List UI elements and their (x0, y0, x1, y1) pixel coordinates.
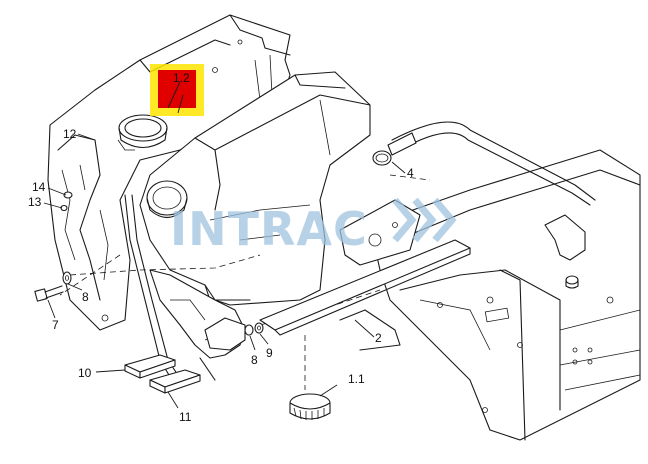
callout-8-right: 8 (251, 353, 258, 367)
mount-bracket (544, 214, 586, 289)
watermark: INTRAC (170, 197, 457, 256)
callout-12: 12 (63, 127, 77, 141)
callout-14: 14 (32, 180, 46, 194)
pad-11 (149, 369, 201, 394)
watermark-chevrons (392, 197, 457, 243)
callout-1-1: 1.1 (348, 372, 365, 386)
callout-2: 2 (375, 331, 382, 345)
bolt (34, 271, 72, 302)
callout-4: 4 (407, 166, 414, 180)
bushings (60, 191, 73, 212)
fuel-cap (289, 393, 331, 420)
crossbar (259, 239, 471, 336)
watermark-text: INTRAC (170, 202, 368, 256)
filler-neck (118, 114, 168, 149)
roll-bar (387, 121, 596, 206)
side-bracket (204, 317, 264, 351)
chassis-frame (369, 149, 641, 441)
callout-9: 9 (266, 346, 273, 360)
callout-11: 11 (179, 410, 192, 424)
hose-clamp (372, 150, 392, 166)
rear-housing (47, 14, 291, 331)
pad-10 (124, 354, 176, 379)
strap-left-b (131, 194, 184, 384)
callout-1-2: 1.2 (173, 71, 190, 85)
callout-13: 13 (28, 195, 42, 209)
callout-7: 7 (52, 318, 59, 332)
callout-8-left: 8 (82, 290, 89, 304)
fuel-tank (139, 71, 371, 306)
leader-lines (43, 81, 406, 409)
callout-10: 10 (78, 366, 92, 380)
